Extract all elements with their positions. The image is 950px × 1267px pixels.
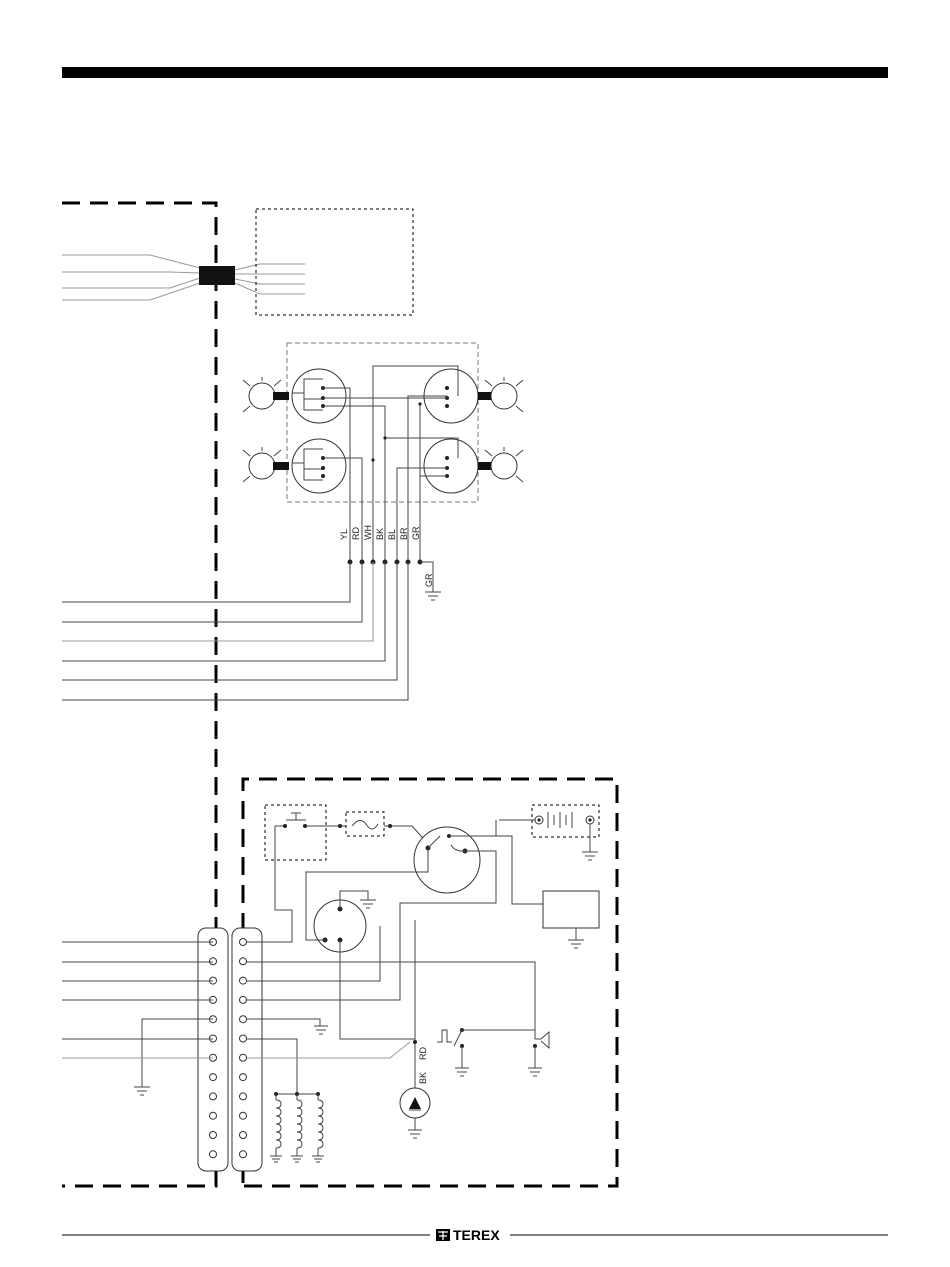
- wire-label-rd: RD: [351, 527, 361, 540]
- lamp-icon-top-right: [478, 377, 523, 412]
- terminal-right: [240, 1016, 247, 1023]
- terminal-left: [210, 1112, 217, 1119]
- terminal-left: [210, 1132, 217, 1139]
- terminal-left: [210, 1074, 217, 1081]
- terminal-left: [210, 958, 217, 965]
- terminal-left: [210, 1151, 217, 1158]
- terminal-right: [240, 939, 247, 946]
- coil-resistors: [270, 1092, 324, 1162]
- header-bar: [62, 67, 888, 78]
- wire-label-rd-lower: RD: [418, 1047, 428, 1060]
- terminal-strip-right: [232, 928, 262, 1171]
- socket-bottom-right: [424, 439, 478, 493]
- wire-label-bk: BK: [375, 528, 385, 540]
- module-box-top: [256, 209, 413, 315]
- lamp-icon-bottom-left: [243, 447, 289, 482]
- coil-icon: [312, 1094, 324, 1162]
- wire-label-br: BR: [399, 527, 409, 540]
- terex-logo-icon: [436, 1229, 450, 1241]
- horn-switch: [437, 1028, 535, 1076]
- socket-bottom-left: [292, 439, 346, 493]
- wire-label-bk-lower: BK: [418, 1072, 428, 1084]
- footer-brand: TEREX: [453, 1227, 500, 1243]
- terminal-output-wires: [247, 920, 535, 1094]
- ground-icon: [425, 592, 441, 600]
- terminal-right: [240, 977, 247, 984]
- lamp-icon-top-left: [243, 377, 289, 412]
- relay-module: [543, 891, 599, 948]
- lamp-icon-bottom-right: [478, 447, 523, 482]
- ground-icon: [134, 1087, 150, 1095]
- terminal-right: [240, 996, 247, 1003]
- key-switch: [247, 827, 543, 1000]
- terminal-right: [240, 958, 247, 965]
- terminal-right: [240, 1074, 247, 1081]
- terminal-input-wires: [62, 942, 213, 1087]
- wire-label-yl: YL: [339, 529, 349, 540]
- terminal-right: [240, 1151, 247, 1158]
- harness-connector: [62, 255, 305, 300]
- terminal-right: [240, 1093, 247, 1100]
- coil-icon: [270, 1094, 282, 1162]
- wire-label-gr: GR: [411, 526, 421, 540]
- coil-icon: [291, 1094, 303, 1162]
- wire-label-wh: WH: [363, 525, 373, 540]
- terminal-right: [240, 1132, 247, 1139]
- terminal-right: [240, 1112, 247, 1119]
- outlet-connector: [247, 848, 428, 1039]
- beacon-icon: [400, 1088, 430, 1138]
- socket-top-left: [292, 369, 346, 423]
- terminal-right: [240, 1035, 247, 1042]
- horn-icon: [528, 1032, 549, 1076]
- terminal-left: [210, 1093, 217, 1100]
- wire-label-bl: BL: [387, 529, 397, 540]
- harness-wires: [62, 560, 433, 701]
- terminal-right: [240, 1054, 247, 1061]
- fuse-box: [346, 812, 384, 836]
